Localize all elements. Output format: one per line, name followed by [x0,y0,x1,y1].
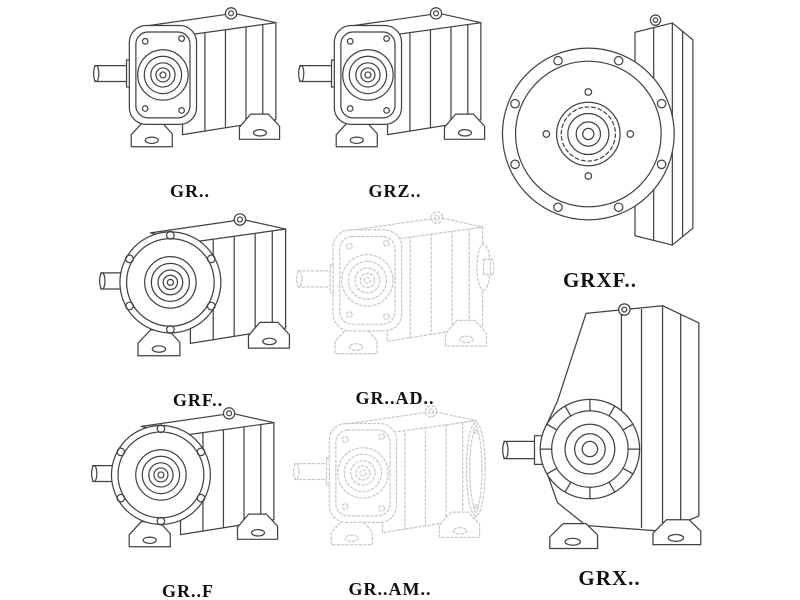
label-grz: GRZ.. [368,180,422,201]
label-gr-am: GR..AM.. [348,578,432,599]
gearbox-large-foot-mounted-drawing [502,300,717,558]
gearbox-foot-mounted-drawing [92,4,288,177]
gearbox-flange-mounted-drawing [98,210,298,386]
label-grf: GRF.. [172,390,224,411]
label-gr: GR.. [170,180,210,201]
figure-grxf: GRXF.. [495,8,705,293]
label-grx: GRX.. [578,566,641,590]
gearbox-foot-mounted-drawing [297,4,493,177]
figure-gr-f: GR..F [90,404,286,600]
figure-gr-ad: GR..AD.. [295,208,495,409]
label-grxf: GRXF.. [562,268,638,292]
figure-grx: GRX.. [502,300,717,591]
label-gr-ad: GR..AD.. [355,388,435,409]
figure-grz: GRZ.. [297,4,493,202]
gearbox-input-adapter-drawing [295,208,495,384]
figure-grf: GRF.. [98,210,298,411]
figure-gr-am: GR..AM.. [292,402,488,600]
label-gr-f: GR..F [162,580,214,600]
figure-gr: GR.. [92,4,288,202]
gearbox-flange-front-view-drawing [495,8,705,260]
gearbox-foot-flange-drawing [90,404,286,577]
gearbox-motor-adapter-drawing [292,402,488,575]
